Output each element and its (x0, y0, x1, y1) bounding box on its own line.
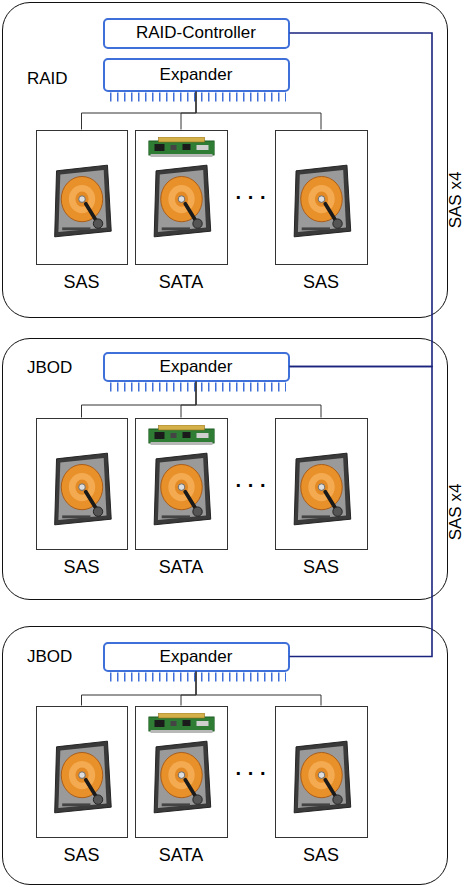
link-label: SAS x4 (446, 483, 466, 540)
drive-slot: SAS (275, 706, 368, 838)
drive-type-label: SATA (126, 845, 237, 866)
enclosure-title: RAID (27, 69, 68, 89)
drive-slot: SATA (135, 706, 228, 838)
drive-slot: SATA (135, 418, 228, 550)
drive-slot: SATA (135, 130, 228, 265)
hard-disk-icons (55, 165, 351, 813)
component-label: Expander (160, 65, 233, 85)
drive-type-label: SATA (126, 557, 237, 578)
component-box: Expander (103, 58, 290, 92)
backplane-wire (82, 382, 197, 418)
component-label: RAID-Controller (136, 23, 256, 43)
drive-type-label: SAS (266, 557, 377, 578)
drive-slot: SAS (36, 418, 128, 550)
backplane-wire (181, 382, 196, 418)
sas-link (290, 367, 433, 657)
backplane-wire (82, 92, 197, 130)
component-box: RAID-Controller (103, 18, 290, 49)
sas-link (290, 33, 433, 367)
enclosure: JBODExpanderSASSATASAS (2, 338, 448, 600)
drive-type-label: SAS (27, 272, 137, 293)
drive-type-label: SAS (27, 845, 137, 866)
ellipsis-mark: · · · (235, 186, 266, 209)
drive-type-label: SATA (126, 272, 237, 293)
link-label: SAS x4 (446, 171, 466, 228)
backplane-wire (196, 382, 321, 418)
backplane-wire (82, 672, 197, 706)
component-box: Expander (103, 352, 290, 382)
expander-ports (110, 97, 286, 677)
ellipsis-mark: · · · (235, 762, 266, 785)
ellipsis-mark: · · · (235, 474, 266, 497)
component-label: Expander (160, 647, 233, 667)
backplane-wire (196, 92, 321, 130)
drive-slot: SAS (36, 130, 128, 265)
enclosure: JBODExpanderSASSATASAS (2, 626, 448, 885)
enclosure-title: JBOD (27, 358, 72, 378)
drive-type-label: SAS (27, 557, 137, 578)
drive-slot: SAS (36, 706, 128, 838)
component-box: Expander (103, 642, 290, 672)
component-label: Expander (160, 357, 233, 377)
drive-slot: SAS (275, 130, 368, 265)
drive-type-label: SAS (266, 272, 377, 293)
drive-slot: SAS (275, 418, 368, 550)
backplane-wire (181, 672, 196, 706)
backplane-wire (196, 672, 321, 706)
enclosure-title: JBOD (27, 647, 72, 667)
enclosure: RAIDRAID-ControllerExpanderSASSATASAS (2, 2, 448, 318)
backplane-wire (181, 92, 196, 130)
drive-type-label: SAS (266, 845, 377, 866)
